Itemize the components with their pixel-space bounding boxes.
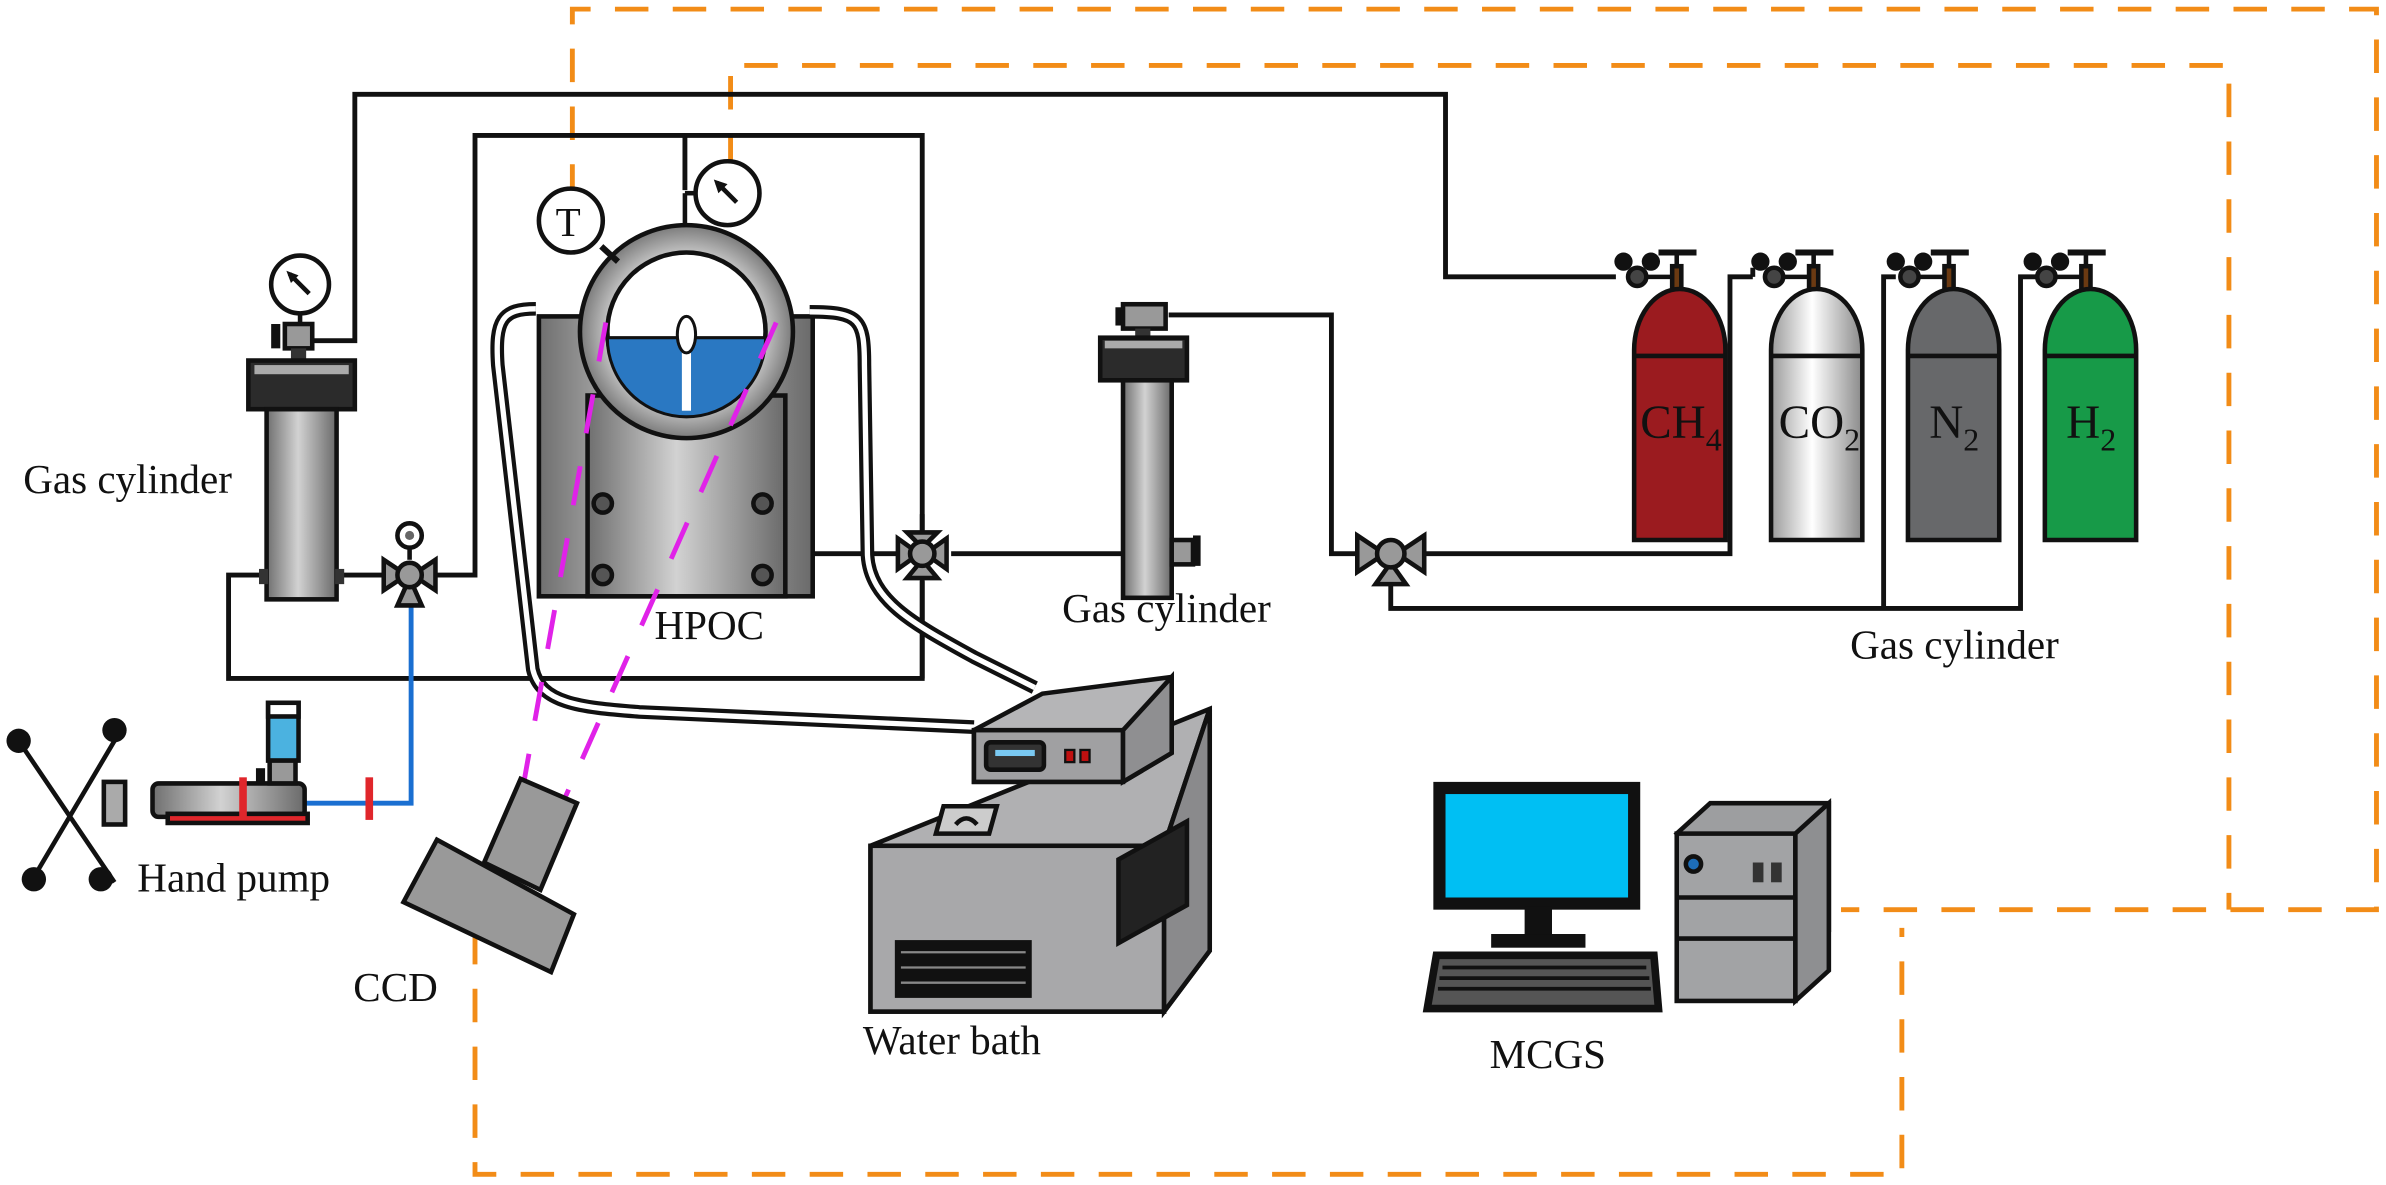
hydraulic-line	[304, 593, 414, 806]
gas-bottle-h2: H2	[2023, 249, 2139, 543]
gas-bottle-ch4: CH4	[1614, 249, 1728, 543]
water-bath	[868, 671, 1213, 1019]
monitor-icon	[1433, 781, 1641, 910]
gas-formula: H	[2066, 397, 2100, 449]
gas-bottle-co2: CO2	[1751, 249, 1865, 543]
gas-bottle-body	[1905, 286, 2002, 543]
gas-cylinder-middle	[1097, 301, 1201, 601]
svg-text:CO2: CO2	[1779, 397, 1860, 457]
gas-subscript: 2	[1963, 422, 1979, 457]
gas-bottle-body	[2042, 286, 2139, 543]
label-gas-cylinder-left: Gas cylinder	[23, 456, 232, 502]
signal-line-ccd	[472, 927, 1905, 1177]
label-water-bath: Water bath	[863, 1017, 1041, 1063]
temperature-sensor-icon	[536, 186, 606, 255]
gas-formula: N	[1929, 397, 1963, 449]
temperature-sensor-label: T	[556, 199, 581, 245]
laser-path	[521, 321, 779, 803]
gas-formula: CO	[1779, 397, 1844, 449]
valve-middle-icon	[895, 530, 949, 581]
signal-line-temperature	[569, 6, 2379, 913]
keyboard-icon	[1422, 951, 1663, 1013]
label-mcgs: MCGS	[1490, 1031, 1606, 1077]
mcgs-computer	[1422, 781, 1832, 1013]
gas-subscript: 2	[2100, 422, 2116, 457]
gas-bottles: CH4 CO2 N2	[1614, 249, 2139, 543]
gas-bottle-body	[1768, 286, 1865, 543]
label-gas-cylinder-right: Gas cylinder	[1850, 622, 2059, 668]
computer-tower-icon	[1673, 798, 1832, 1007]
label-hpoc: HPOC	[655, 602, 765, 648]
label-hand-pump: Hand pump	[137, 854, 330, 900]
gas-cylinder-left	[246, 253, 358, 602]
hand-pump	[6, 700, 374, 892]
ccd-camera	[400, 775, 580, 976]
gas-bottle-body	[1631, 286, 1728, 543]
svg-text:CH4: CH4	[1640, 397, 1722, 457]
label-ccd: CCD	[353, 964, 437, 1010]
gas-bottle-n2: N2	[1886, 249, 2002, 543]
svg-text:H2: H2	[2066, 397, 2116, 457]
water-bath-hoses	[490, 301, 1038, 734]
gas-subscript: 2	[1844, 422, 1860, 457]
gas-subscript: 4	[1706, 422, 1722, 457]
svg-text:N2: N2	[1929, 397, 1979, 457]
gas-formula: CH	[1640, 397, 1706, 449]
hpoc-vessel: T	[536, 158, 815, 599]
label-gas-cylinder-middle: Gas cylinder	[1062, 585, 1271, 631]
valve-left-icon	[381, 521, 438, 608]
signal-lines	[472, 6, 2379, 1177]
valve-right-icon	[1355, 531, 1427, 587]
